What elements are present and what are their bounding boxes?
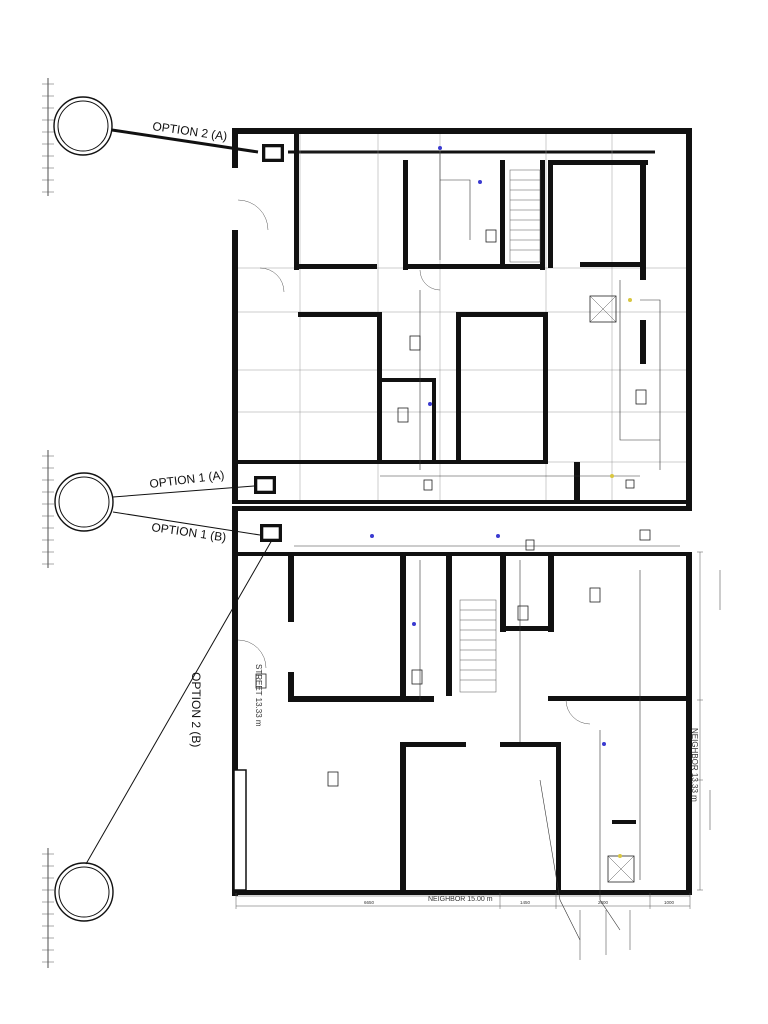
dimension-line-right — [697, 551, 703, 891]
manhole-middle — [54, 472, 114, 532]
dimension-6650: 6650 — [364, 900, 375, 905]
lower-floor-plan — [232, 506, 692, 941]
label-option-2a: OPTION 2 (A) — [152, 119, 229, 143]
annotation-leaders — [579, 570, 721, 960]
label-street: STREET 13.33 m — [254, 664, 263, 727]
upper-floor-plan — [232, 128, 692, 508]
dimension-2000: 2000 — [598, 900, 609, 905]
route-option-1a — [112, 485, 255, 498]
label-neighbor-bottom: NEIGHBOR 15.00 m — [428, 896, 493, 903]
pole-bottom — [42, 848, 54, 968]
label-neighbor-right: NEIGHBOR 13.33 m — [690, 728, 699, 802]
pole-middle — [42, 450, 54, 568]
route-option-2b — [85, 539, 273, 865]
pole-top — [42, 78, 54, 196]
label-option-1a: OPTION 1 (A) — [149, 468, 225, 491]
dimension-line-bottom — [235, 893, 691, 909]
dimension-1450: 1450 — [520, 900, 531, 905]
manhole-bottom — [54, 862, 114, 922]
label-option-2b: OPTION 2 (B) — [189, 672, 203, 747]
manhole-top — [53, 96, 113, 156]
dimension-1000: 1000 — [664, 900, 675, 905]
